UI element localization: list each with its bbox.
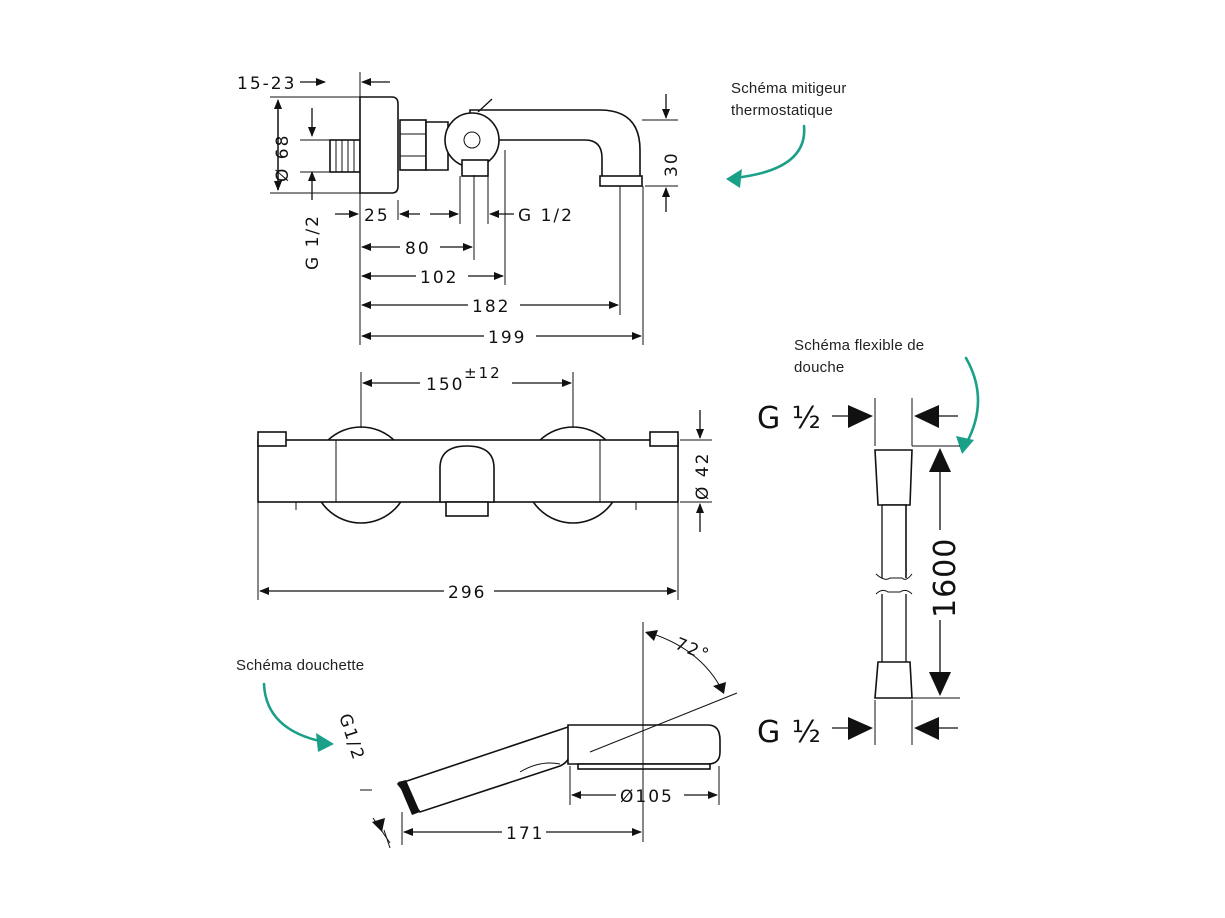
outlet-nozzle [445, 501, 489, 517]
dim-g-half-horizontal: G 1/2 [518, 206, 574, 226]
mixer-body-block [425, 121, 449, 171]
dim-150: 150 [426, 375, 464, 395]
hose-bottom-fitting [874, 661, 913, 699]
caption-hose-line2: douche [794, 359, 844, 376]
spout-aerator [599, 175, 643, 187]
shower-handle [396, 725, 573, 813]
dim-80: 80 [405, 239, 431, 259]
thermostat-knob [444, 112, 500, 168]
mixer-side-view: 15-23 Ø 68 G 1/2 25 G 1/2 30 80 102 [237, 72, 682, 348]
dim-15-23: 15-23 [237, 74, 296, 94]
handle-thread-end [398, 780, 420, 815]
dim-angle-72: 72° [672, 634, 713, 666]
dim-diameter-68: Ø 68 [273, 134, 293, 182]
dim-g-half-hand-shower: G1/2 [334, 711, 368, 763]
hand-shower: G1/2 72° Ø105 171 [334, 622, 738, 849]
caption-mixer-line2: thermostatique [731, 102, 833, 119]
dim-199: 199 [488, 328, 526, 348]
dim-g-half-vertical: G 1/2 [303, 214, 323, 270]
caption-mixer-line1: Schéma mitigeur [731, 80, 847, 97]
curved-arrow-mixer-icon [726, 124, 806, 188]
dim-30: 30 [662, 151, 682, 177]
dim-diameter-42: Ø 42 [693, 452, 713, 500]
hose-top-fitting [874, 449, 913, 506]
wall-connector-thread [329, 139, 361, 173]
dim-182: 182 [472, 297, 510, 317]
dim-hose-bottom-thread: G ½ [757, 715, 822, 750]
curved-arrow-hand-shower-icon [262, 682, 334, 752]
valve-stub [461, 159, 489, 177]
connector-nut [399, 119, 427, 171]
curved-arrow-hose-icon [956, 356, 980, 454]
mixer-front-view: 150 ±12 Ø 42 296 [257, 364, 713, 603]
dim-150-tolerance: ±12 [464, 364, 502, 382]
dim-171: 171 [506, 824, 544, 844]
escutcheon-rose [359, 96, 399, 194]
shower-hose: G ½ 1600 G ½ [757, 398, 963, 750]
caption-hose-line1: Schéma flexible de [794, 337, 924, 354]
dim-102: 102 [420, 268, 458, 288]
right-end-cap [649, 431, 679, 447]
dim-diameter-105: Ø105 [620, 787, 674, 807]
dim-hose-top-thread: G ½ [757, 401, 822, 436]
caption-hand-shower: Schéma douchette [236, 657, 364, 674]
left-end-cap [257, 431, 287, 447]
dim-296: 296 [448, 583, 486, 603]
outlet-front [439, 445, 495, 503]
dim-hose-length: 1600 [928, 538, 963, 618]
dim-25: 25 [364, 206, 390, 226]
